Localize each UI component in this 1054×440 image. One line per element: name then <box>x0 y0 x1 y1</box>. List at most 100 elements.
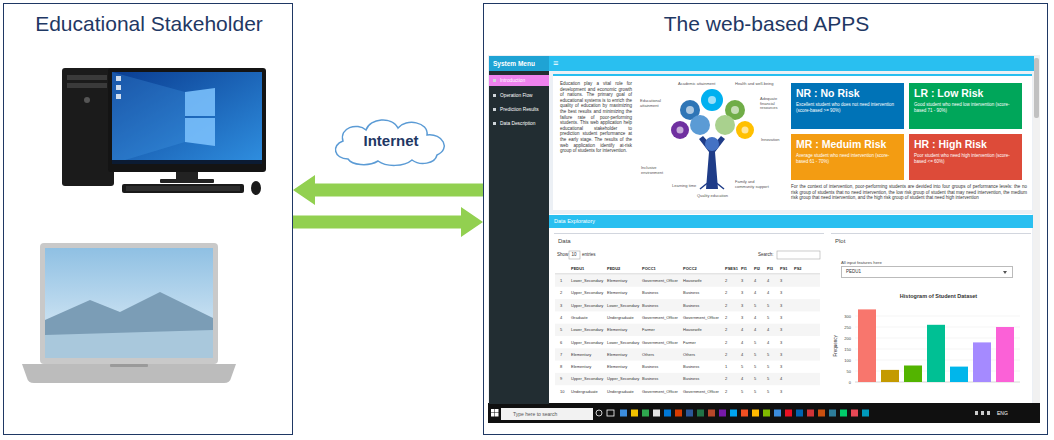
illustration-label: Academic attainment <box>678 82 718 87</box>
desktop-computer <box>185 118 215 146</box>
risk-heading: HR : High Risk <box>914 138 1017 151</box>
block-arrow <box>293 207 483 237</box>
table-cell: Upper_Secondary <box>571 376 603 381</box>
risk-heading: NR : No Risk <box>796 87 899 100</box>
illustration-label: Quality education <box>697 194 733 199</box>
menu-title: System Menu <box>489 56 549 71</box>
table-cell: Elementary <box>607 278 627 283</box>
data-table-grid <box>555 324 820 336</box>
laptop <box>45 292 213 358</box>
table-cell: 2 <box>725 327 727 332</box>
data-table-grid <box>555 299 820 311</box>
education-tree <box>715 115 735 135</box>
data-panel: Data ExploratoryDataPlotAll input featur… <box>549 215 1033 404</box>
risk-description: Poor student who need high intervention … <box>914 153 1017 164</box>
table-cell: 2 <box>725 376 727 381</box>
table-cell: 5 <box>560 327 562 332</box>
laptop <box>45 330 213 358</box>
table-cell: Lower_Secondary <box>571 278 603 283</box>
windows-taskbar <box>642 410 649 417</box>
table-cell: 2 <box>725 315 727 320</box>
menu-item: Introduction <box>489 75 549 86</box>
table-cell: Government_Officer <box>642 340 678 345</box>
table-cell: 3 <box>780 340 782 345</box>
table-cell: 4 <box>767 327 769 332</box>
column-header: PSES1 <box>725 266 738 271</box>
table-cell: 4 <box>741 352 743 357</box>
windows-taskbar <box>719 410 726 417</box>
laptop <box>110 364 148 367</box>
data-table-grid <box>555 251 820 385</box>
table-cell: 3 <box>780 352 782 357</box>
table-cell: Upper_Secondary <box>607 376 639 381</box>
risk-heading: MR : Meduim Risk <box>796 138 899 151</box>
column-header: PI3 <box>767 266 773 271</box>
data-table-grid <box>555 373 820 385</box>
windows-taskbar <box>763 410 770 417</box>
table-cell: 5 <box>767 364 769 369</box>
education-tree <box>677 127 684 134</box>
chart-title: Histogram of Student Dataset <box>855 293 1022 300</box>
histogram <box>950 367 968 382</box>
windows-taskbar <box>675 410 682 417</box>
search-placeholder: Type here to search <box>501 408 593 420</box>
table-cell: 4 <box>560 315 562 320</box>
windows-taskbar <box>620 410 627 417</box>
table-cell: 5 <box>754 303 756 308</box>
table-cell: 3 <box>780 290 782 295</box>
risk-box: LR : Low RiskGood student who need low i… <box>909 83 1022 129</box>
laptop <box>40 243 218 364</box>
histogram <box>904 366 922 383</box>
table-cell: 3 <box>741 303 743 308</box>
windows-taskbar <box>697 410 704 417</box>
laptop <box>45 248 213 358</box>
table-cell: 5 <box>767 389 769 394</box>
menu-item: Data Description <box>489 118 549 129</box>
table-cell: 10 <box>560 389 564 394</box>
table-cell: 4 <box>754 327 756 332</box>
risk-description: Excellent student who does not need inte… <box>796 102 899 113</box>
desktop-computer <box>112 72 185 164</box>
data-table-grid <box>777 251 820 259</box>
intro-panel: Education play a vital role for developm… <box>554 75 1033 211</box>
education-tree <box>686 106 694 114</box>
table-cell: 4 <box>741 376 743 381</box>
desktop-computer <box>185 88 215 116</box>
windows-taskbar <box>631 410 638 417</box>
feature-dropdown: PEDU1 <box>841 266 1013 278</box>
tick-label: 150 <box>836 347 851 352</box>
screenshot-background <box>553 74 1032 76</box>
desktop-computer <box>108 68 266 172</box>
desktop-computer <box>126 186 240 191</box>
table-cell: Farmer <box>683 340 696 345</box>
windows-taskbar <box>741 410 748 417</box>
histogram <box>855 309 1020 382</box>
table-cell: 4 <box>754 290 756 295</box>
table-cell: 5 <box>754 364 756 369</box>
table-cell: 4 <box>754 315 756 320</box>
control-label: Show <box>557 252 568 258</box>
select-value: 10 <box>572 252 577 258</box>
windows-taskbar <box>488 403 1040 423</box>
table-cell: Business <box>642 364 658 369</box>
laptop <box>22 364 236 383</box>
risk-heading: LR : Low Risk <box>914 87 1017 100</box>
top-bar: ≡ <box>549 56 1034 71</box>
menu-item: Operation Flow <box>489 90 549 101</box>
table-cell: 4 <box>754 278 756 283</box>
windows-taskbar <box>987 411 990 415</box>
table-cell: Upper_Secondary <box>571 340 603 345</box>
table-cell: Elementary <box>607 290 627 295</box>
language-indicator: ENG <box>997 410 1008 417</box>
stakeholder-panel: Educational Stakeholder <box>3 3 293 435</box>
windows-taskbar <box>664 410 671 417</box>
data-table-grid <box>555 348 820 360</box>
table-cell: 3 <box>780 364 782 369</box>
table-cell: 6 <box>560 340 562 345</box>
panel-heading: Plot <box>835 237 845 245</box>
table-cell: 3 <box>741 290 743 295</box>
table-cell: Lower_Secondary <box>571 327 603 332</box>
histogram <box>881 370 899 382</box>
illustration-label: Health and well-being <box>735 82 777 87</box>
histogram <box>858 309 876 382</box>
